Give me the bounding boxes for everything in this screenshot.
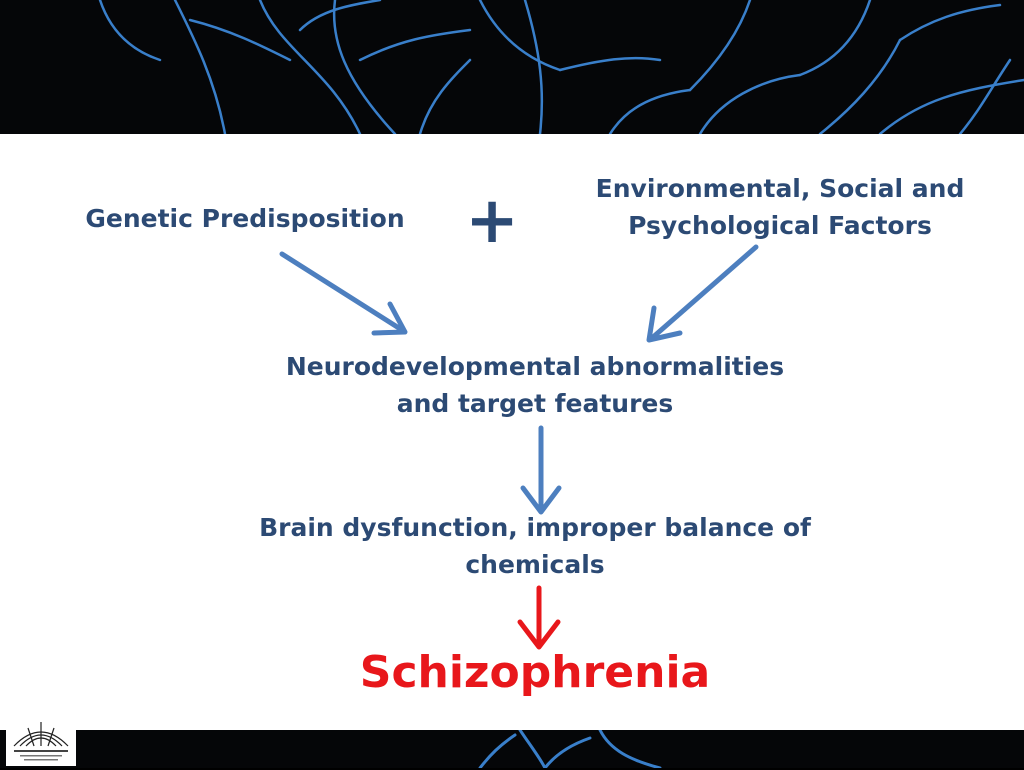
brain-line-1: Brain dysfunction, improper balance of xyxy=(259,513,811,542)
university-logo-emblem xyxy=(13,722,69,761)
environmental-line-1: Environmental, Social and xyxy=(595,174,965,203)
arrow-brain-to-schizophrenia xyxy=(517,585,561,650)
neuro-line-2: and target features xyxy=(396,389,674,418)
environmental-line-2: Psychological Factors xyxy=(628,211,932,240)
environmental-factors-label: Environmental, Social and Psychological … xyxy=(540,170,1020,244)
nerve-fibers-top-illustration xyxy=(98,0,1024,134)
nerve-fibers-bottom-illustration xyxy=(478,730,662,768)
diagram-panel xyxy=(0,134,1024,730)
neurodevelopmental-label: Neurodevelopmental abnormalities and tar… xyxy=(210,348,860,422)
arrow-genetic-to-neuro xyxy=(279,251,408,336)
university-logo xyxy=(6,712,76,766)
genetic-text: Genetic Predisposition xyxy=(85,204,405,233)
plus-sign: + xyxy=(465,184,519,258)
schizophrenia-text: Schizophrenia xyxy=(359,647,711,698)
brain-line-2: chemicals xyxy=(465,550,605,579)
arrow-environment-to-neuro xyxy=(646,244,759,343)
decorative-nerve-banner-top xyxy=(0,0,1024,134)
brain-dysfunction-label: Brain dysfunction, improper balance of c… xyxy=(180,509,890,583)
decorative-nerve-banner-bottom xyxy=(0,730,1024,768)
neuro-line-1: Neurodevelopmental abnormalities xyxy=(285,352,785,381)
schizophrenia-outcome-label: Schizophrenia xyxy=(260,645,810,701)
genetic-predisposition-label: Genetic Predisposition xyxy=(40,200,450,237)
arrow-neuro-to-brain xyxy=(520,425,562,515)
